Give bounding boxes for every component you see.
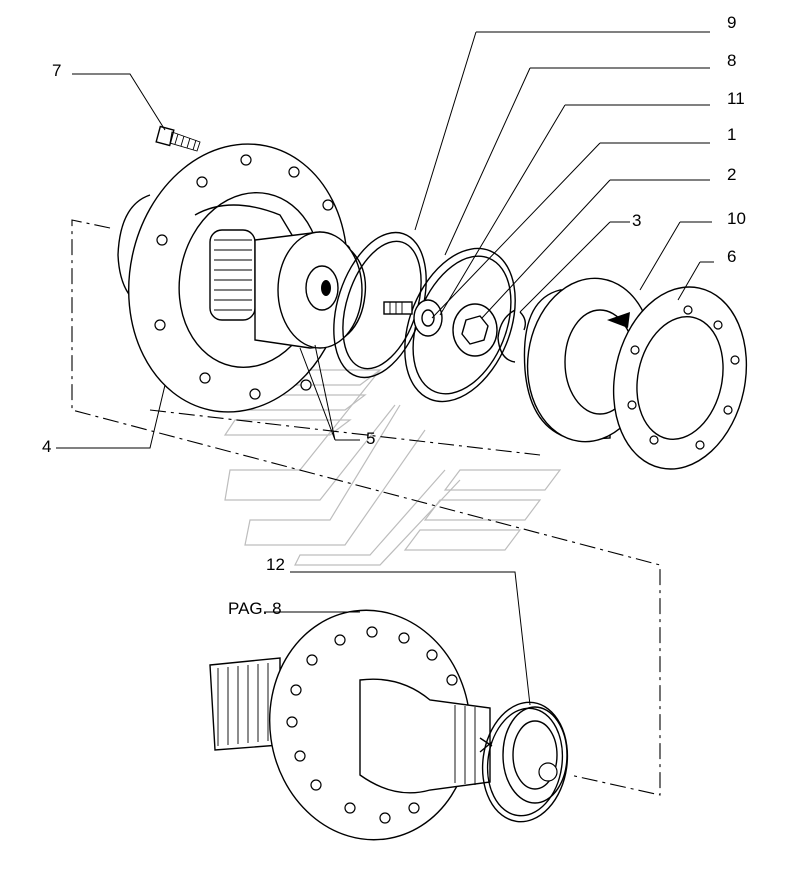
watermark-logo — [223, 369, 562, 566]
callout-12: 12 — [266, 555, 285, 574]
hex-bolt — [155, 125, 201, 152]
planet-carrier — [254, 231, 367, 349]
castle-nut — [413, 299, 443, 337]
shaft-flange-holes — [286, 626, 458, 824]
split-pin — [497, 309, 527, 363]
callout-9: 9 — [727, 13, 736, 32]
callout-11: 11 — [727, 89, 745, 108]
flange-bolt-holes — [627, 305, 740, 450]
callout-labels: 9 8 11 1 2 3 10 6 7 4 5 12 PAG. 8 — [42, 13, 746, 618]
callout-8: 8 — [727, 51, 736, 70]
callout-5: 5 — [366, 429, 375, 448]
assembly-axis-lines — [71, 219, 661, 796]
page-reference: PAG. 8 — [228, 599, 282, 618]
hub-splines — [214, 239, 252, 311]
flange-ring — [612, 286, 748, 470]
retaining-screw — [383, 301, 413, 315]
callout-4: 4 — [42, 437, 51, 456]
leader-lines — [56, 31, 714, 706]
callout-10: 10 — [727, 209, 746, 228]
callout-6: 6 — [727, 247, 736, 266]
callout-2: 2 — [727, 165, 736, 184]
callout-1: 1 — [727, 125, 736, 144]
hex-washer — [452, 303, 498, 357]
callout-3: 3 — [632, 211, 641, 230]
circlip — [479, 701, 569, 823]
hub-bolt-holes — [154, 154, 351, 400]
callout-7: 7 — [52, 61, 61, 80]
axle-shaft — [209, 609, 568, 841]
